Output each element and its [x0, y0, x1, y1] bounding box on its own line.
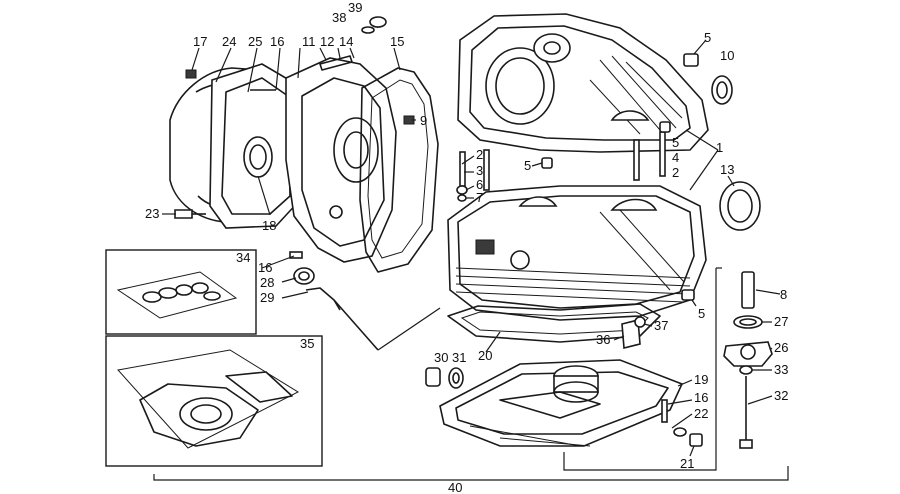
callout-12: 12 [320, 34, 334, 49]
timing-cover [285, 55, 415, 263]
bracket-lines [153, 267, 789, 481]
callout-6: 6 [476, 177, 483, 192]
callout-27: 27 [774, 314, 788, 329]
breather-cap-38-39 [361, 16, 387, 34]
callout-34: 34 [236, 250, 250, 265]
callout-3: 3 [476, 163, 483, 178]
callout-32: 32 [774, 388, 788, 403]
filter-parts-36-37 [621, 316, 646, 350]
callout-39: 39 [348, 0, 362, 15]
oil-filler-and-dipstick [289, 251, 379, 351]
callout-16: 16 [270, 34, 284, 49]
oil-seal-13 [719, 181, 761, 231]
callout-33: 33 [774, 362, 788, 377]
callout-28: 28 [260, 275, 274, 290]
callout-31: 31 [452, 350, 466, 365]
callout-25: 25 [248, 34, 262, 49]
callout-13: 13 [720, 162, 734, 177]
rear-cover-assembly [169, 63, 305, 229]
callout-2-right: 2 [672, 165, 679, 180]
callout-16-right: 16 [694, 390, 708, 405]
callout-5-lower: 5 [698, 306, 705, 321]
callout-5-mid: 5 [672, 135, 679, 150]
callout-17: 17 [193, 34, 207, 49]
callout-labels: 17 24 25 16 11 12 14 15 39 38 9 18 23 5 … [145, 0, 788, 494]
callout-15: 15 [390, 34, 404, 49]
callout-1: 1 [716, 140, 723, 155]
callout-4: 4 [672, 150, 679, 165]
callout-7: 7 [476, 190, 483, 205]
callout-23: 23 [145, 206, 159, 221]
callout-14: 14 [339, 34, 353, 49]
callout-20: 20 [478, 348, 492, 363]
callout-38: 38 [332, 10, 346, 25]
callout-22: 22 [694, 406, 708, 421]
crankcase [447, 185, 707, 321]
callout-37: 37 [654, 318, 668, 333]
callout-2-left: 2 [476, 147, 483, 162]
oil-sump [439, 359, 684, 447]
callout-5-top: 5 [704, 30, 711, 45]
callout-19: 19 [694, 372, 708, 387]
callout-30: 30 [434, 350, 448, 365]
callout-8: 8 [780, 287, 787, 302]
gearbox-housing [457, 13, 733, 153]
callout-5-left: 5 [524, 158, 531, 173]
oil-filter-stack [723, 271, 773, 449]
gasket-15 [359, 67, 439, 273]
gasket-kit-box-35 [105, 335, 323, 467]
sump-bolts-21-22 [661, 399, 703, 447]
callout-21: 21 [680, 456, 694, 471]
callout-29: 29 [260, 290, 274, 305]
callout-18: 18 [262, 218, 276, 233]
callout-24: 24 [222, 34, 236, 49]
callout-11: 11 [302, 34, 316, 49]
callout-35: 35 [300, 336, 314, 351]
drain-plug-30-31 [425, 367, 464, 389]
sump-gasket-20 [447, 303, 661, 343]
gasket-kit-box-34 [105, 249, 257, 335]
callout-36: 36 [596, 332, 610, 347]
callout-40: 40 [448, 480, 462, 494]
callout-10: 10 [720, 48, 734, 63]
callout-26: 26 [774, 340, 788, 355]
callout-9: 9 [420, 113, 427, 128]
callout-16-mid: 16 [258, 260, 272, 275]
leader-lines [162, 19, 781, 457]
